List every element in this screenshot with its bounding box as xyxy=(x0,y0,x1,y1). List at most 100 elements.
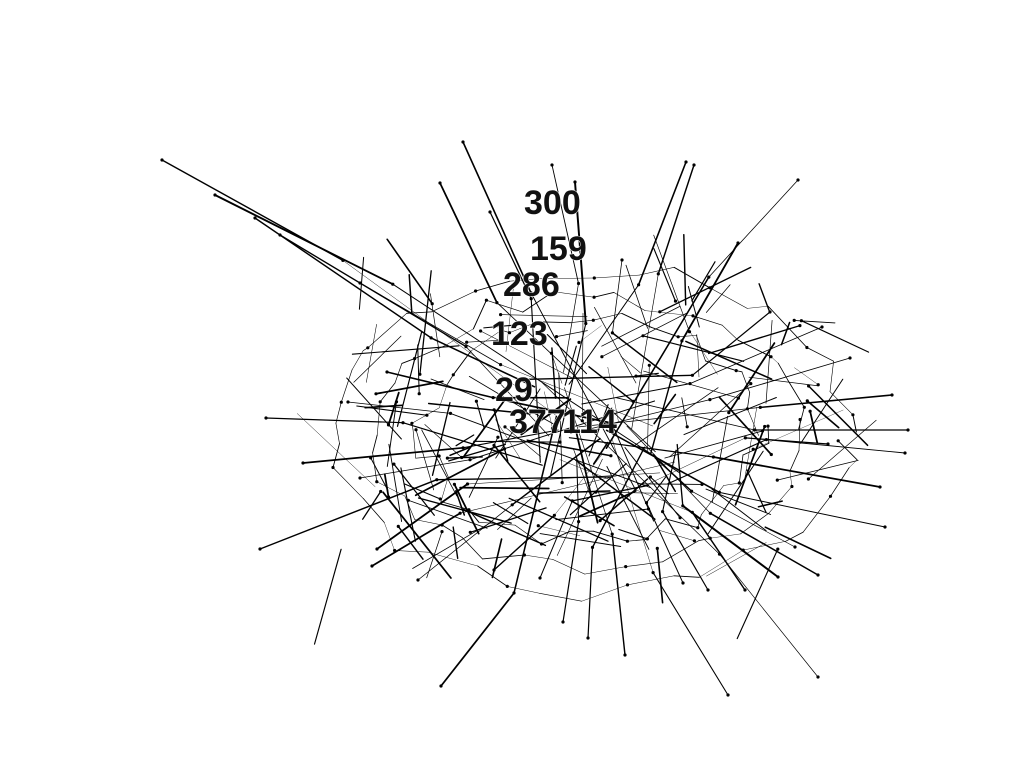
graph-node xyxy=(594,490,598,494)
graph-edge xyxy=(578,325,602,343)
graph-edge xyxy=(593,291,615,298)
graph-node xyxy=(468,458,472,462)
graph-node xyxy=(484,298,488,302)
graph-node xyxy=(160,158,164,162)
graph-edge xyxy=(539,592,583,602)
graph-edge xyxy=(627,539,647,542)
graph-edge xyxy=(581,584,628,602)
graph-node xyxy=(529,297,533,301)
graph-node xyxy=(499,363,503,367)
graph-node xyxy=(645,537,650,541)
graph-node xyxy=(836,439,840,443)
graph-edge xyxy=(621,312,652,328)
graph-edge xyxy=(384,522,395,551)
graph-edge xyxy=(509,278,539,282)
graph-edge xyxy=(806,400,840,429)
graph-edge xyxy=(618,528,648,540)
graph-edge xyxy=(539,500,573,579)
graph-edge xyxy=(459,486,550,490)
graph-node xyxy=(690,489,694,493)
graph-edge xyxy=(351,350,364,370)
graph-edge xyxy=(556,458,603,556)
graph-edge xyxy=(562,520,580,623)
graph-edge xyxy=(691,311,771,376)
graph-node xyxy=(492,568,496,572)
graph-edge xyxy=(606,466,650,550)
graph-edge xyxy=(359,282,502,366)
graph-edge xyxy=(509,321,538,333)
graph-node xyxy=(637,283,641,287)
graph-edge xyxy=(455,490,466,516)
graph-edge xyxy=(737,339,772,358)
graph-edge xyxy=(472,299,487,330)
graph-node xyxy=(711,455,716,459)
graph-edge xyxy=(468,375,525,410)
graph-edge xyxy=(794,367,819,385)
graph-edge xyxy=(552,559,586,575)
graph-node xyxy=(417,392,421,396)
graph-edge xyxy=(478,521,516,526)
graph-node xyxy=(577,520,581,524)
graph-node xyxy=(769,452,773,457)
graph-edge xyxy=(829,391,854,416)
graph-edge xyxy=(500,314,588,318)
graph-edge xyxy=(777,362,789,382)
graph-edge xyxy=(741,371,751,393)
graph-node xyxy=(448,411,453,415)
graph-edge xyxy=(446,374,454,386)
graph-node xyxy=(848,356,852,360)
graph-edge xyxy=(780,321,791,346)
graph-node xyxy=(708,536,712,540)
graph-node xyxy=(890,393,894,397)
graph-node xyxy=(826,442,830,446)
graph-edge xyxy=(353,335,402,383)
graph-node xyxy=(560,481,564,485)
graph-node xyxy=(258,547,262,551)
graph-node xyxy=(610,331,615,335)
graph-edge xyxy=(637,161,687,286)
graph-node xyxy=(552,513,557,517)
graph-node xyxy=(651,571,655,575)
graph-edge xyxy=(401,358,416,364)
graph-edge xyxy=(635,372,659,377)
graph-edge xyxy=(631,273,659,430)
graph-edge xyxy=(538,525,580,536)
graph-edge xyxy=(723,482,740,486)
graph-edge xyxy=(683,233,687,306)
graph-node xyxy=(768,310,772,314)
graph-edge xyxy=(747,408,759,436)
graph-edge xyxy=(719,553,819,678)
graph-edge xyxy=(427,551,478,567)
graph-node xyxy=(468,530,472,534)
graph-edge xyxy=(657,164,695,275)
graph-edge xyxy=(753,409,844,450)
graph-node xyxy=(339,400,343,404)
graph-edge xyxy=(462,508,547,547)
graph-edge xyxy=(438,455,449,478)
graph-node xyxy=(655,546,659,551)
graph-node xyxy=(625,539,630,543)
graph-node xyxy=(592,276,596,280)
graph-edge xyxy=(659,266,752,313)
graph-node xyxy=(793,545,797,549)
graph-node xyxy=(366,346,370,350)
graph-edge xyxy=(302,446,464,464)
graph-node xyxy=(688,382,692,386)
graph-node xyxy=(820,325,824,329)
graph-edge xyxy=(444,328,474,346)
graph-edge xyxy=(436,476,613,481)
graph-edge xyxy=(848,459,858,468)
graph-edge xyxy=(568,437,715,458)
node-label-114: 114 xyxy=(562,403,617,441)
graph-node xyxy=(692,539,697,543)
graph-edge xyxy=(520,398,572,436)
graph-node xyxy=(492,443,496,447)
graph-node xyxy=(749,382,753,386)
graph-edge xyxy=(376,483,469,550)
graph-edge xyxy=(593,313,623,321)
graph-edge xyxy=(214,194,394,286)
graph-node xyxy=(766,424,770,428)
graph-edge xyxy=(466,339,501,343)
graph-edge xyxy=(538,490,611,494)
graph-edge xyxy=(387,391,400,426)
